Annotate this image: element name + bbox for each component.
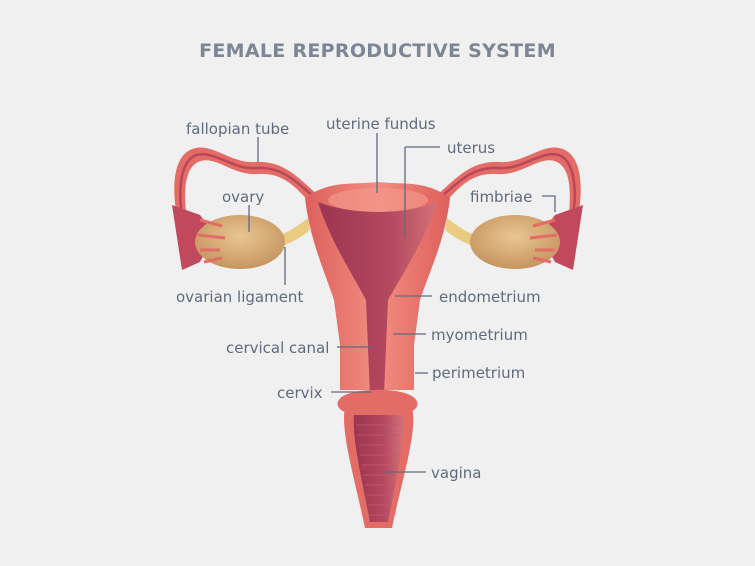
label-endometrium: endometrium: [439, 288, 541, 306]
label-uterine-fundus: uterine fundus: [326, 115, 436, 133]
label-vagina: vagina: [431, 464, 482, 482]
label-fimbriae: fimbriae: [470, 188, 533, 206]
uterine-cavity: [318, 202, 437, 395]
diagram-title: FEMALE REPRODUCTIVE SYSTEM: [199, 40, 556, 62]
ovary-left: [195, 215, 285, 269]
label-fallopian-tube: fallopian tube: [186, 120, 290, 138]
label-ovary: ovary: [222, 188, 265, 206]
ovary-right: [470, 215, 560, 269]
label-cervix: cervix: [277, 384, 323, 402]
label-perimetrium: perimetrium: [432, 364, 526, 382]
label-cervical-canal: cervical canal: [226, 339, 330, 357]
label-uterus: uterus: [447, 139, 496, 157]
label-ovarian-ligament: ovarian ligament: [176, 288, 304, 306]
label-myometrium: myometrium: [431, 326, 528, 344]
cervix: [337, 389, 418, 412]
leader-lines: [248, 133, 556, 473]
